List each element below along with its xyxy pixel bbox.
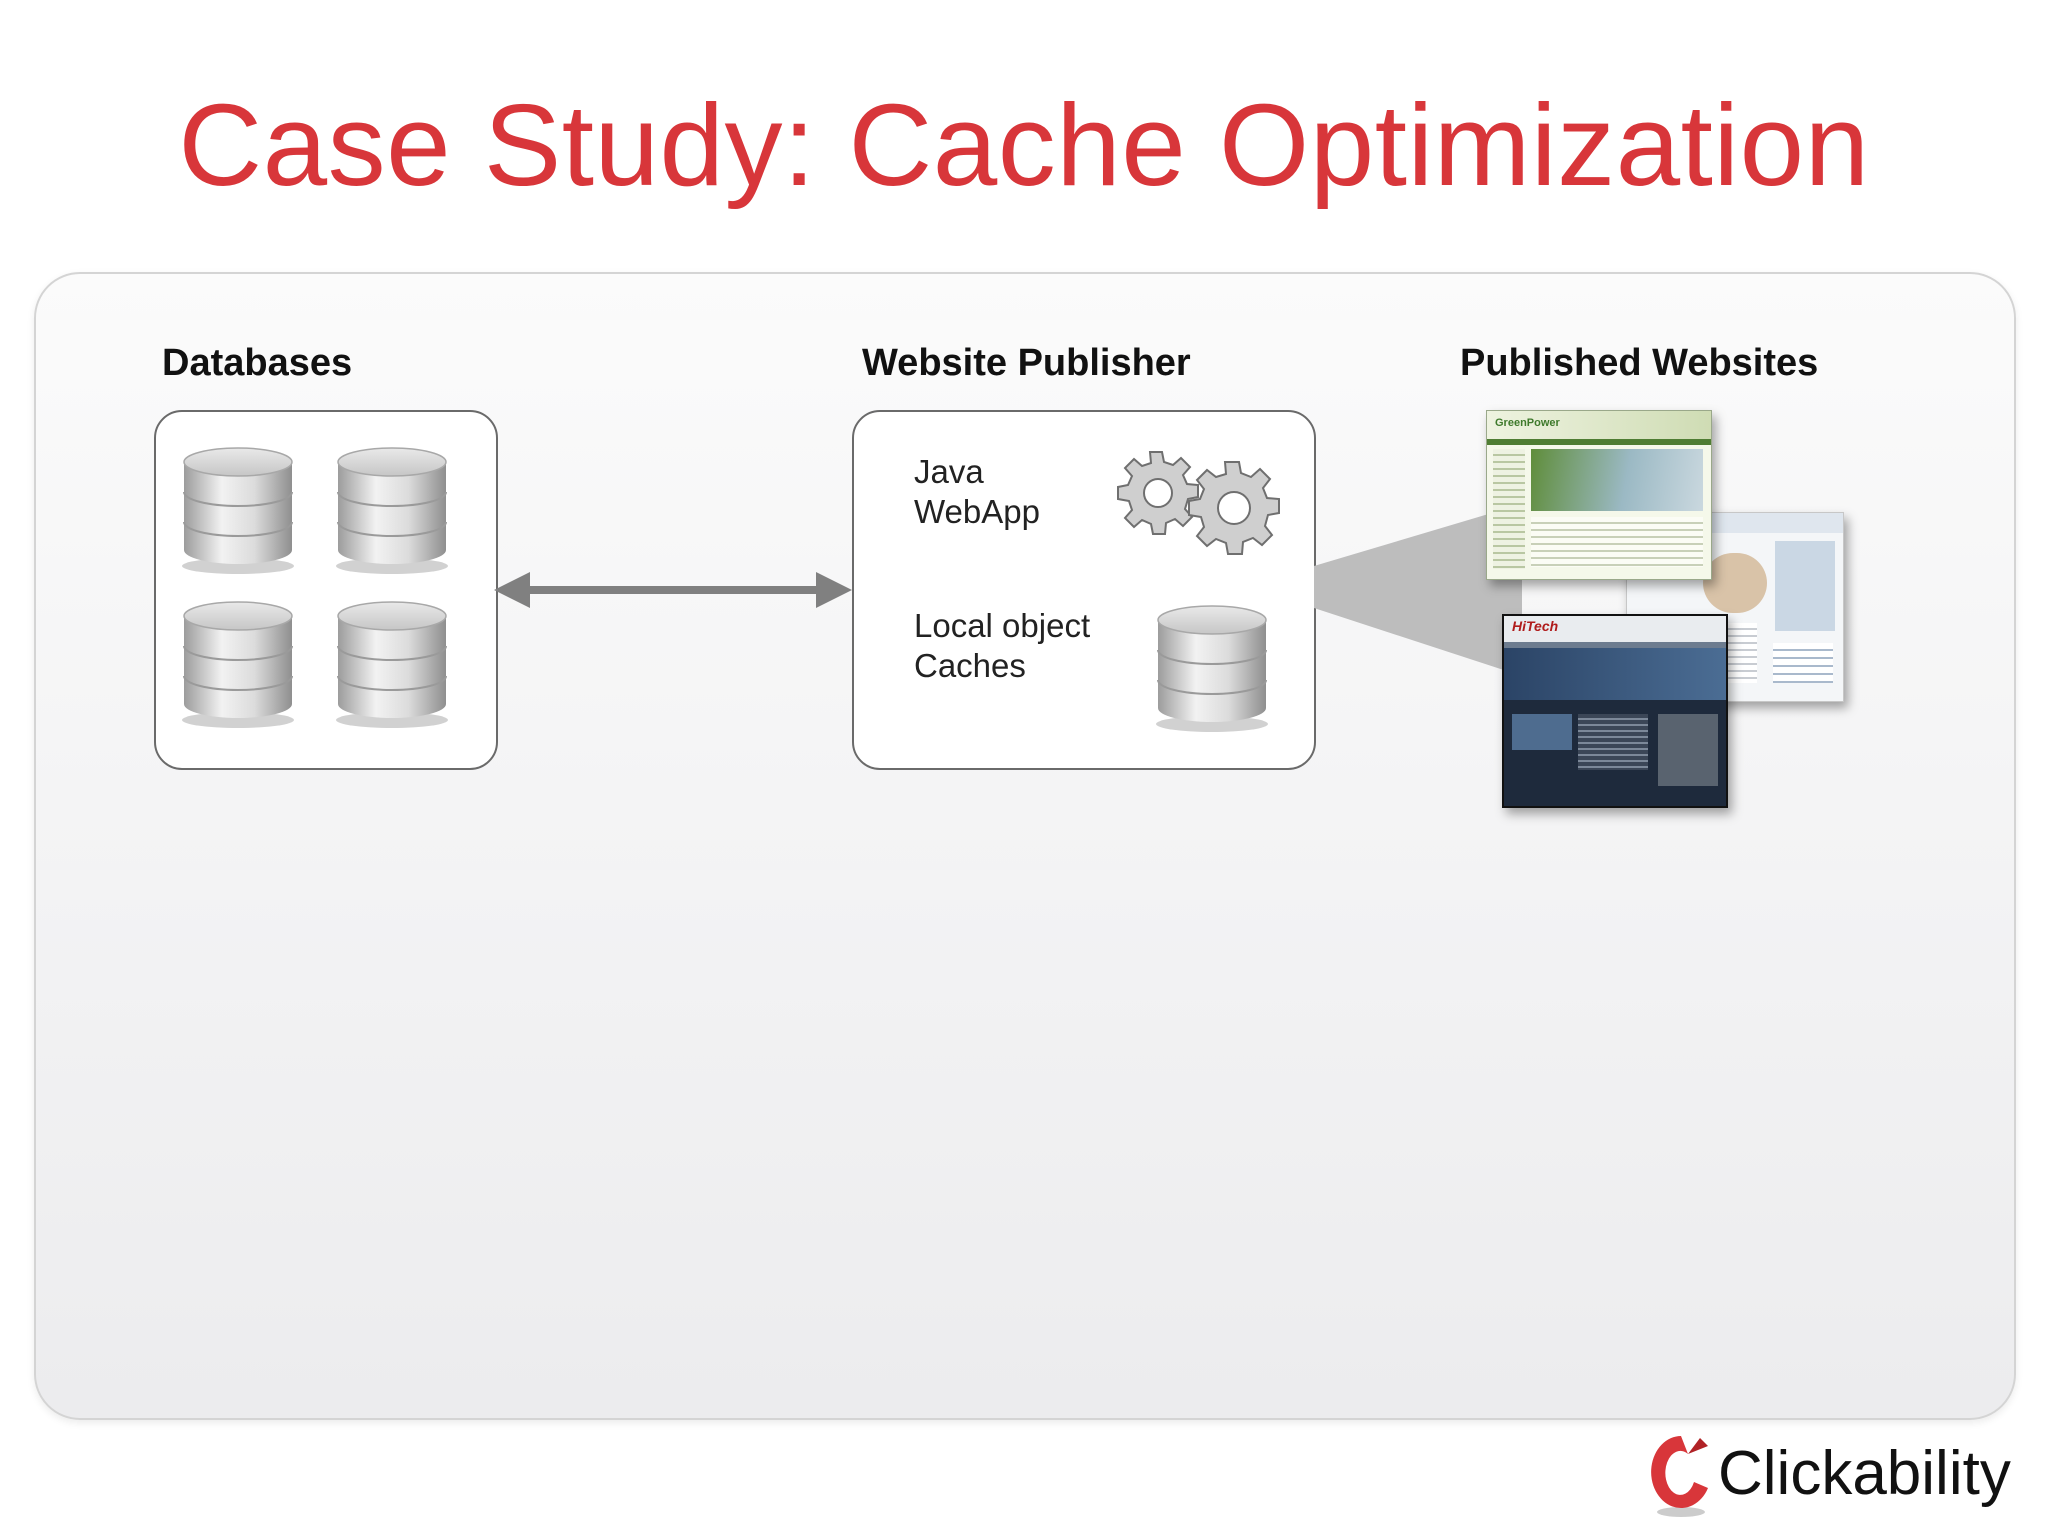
website-thumbnail: GreenPower — [1486, 410, 1712, 580]
projection-cone — [1314, 504, 1522, 676]
database-icon — [332, 444, 452, 574]
clickability-logo: Clickability — [1640, 1424, 2020, 1524]
cache-label: Local object Caches — [914, 606, 1090, 686]
greenpower-logo-text: GreenPower — [1495, 417, 1560, 429]
hitech-logo-text: HiTech — [1512, 618, 1559, 634]
website-thumbnail: HiTech — [1502, 614, 1728, 808]
cache-label-line1: Local object — [914, 607, 1091, 644]
publisher-box: Java WebApp Local object Caches — [852, 410, 1316, 770]
brand-name: Clickability — [1718, 1439, 2011, 1508]
clickability-mark-icon — [1651, 1436, 1708, 1517]
databases-box — [154, 410, 498, 770]
database-icon — [1152, 602, 1272, 732]
database-icon — [332, 598, 452, 728]
databases-heading: Databases — [162, 342, 353, 384]
webapp-label-line2: WebApp — [914, 493, 1040, 530]
websites-heading: Published Websites — [1460, 342, 1819, 384]
publisher-heading: Website Publisher — [862, 342, 1191, 384]
page-title: Case Study: Cache Optimization — [178, 80, 1870, 210]
database-icon — [178, 444, 298, 574]
gear-icon — [1117, 451, 1280, 555]
database-icon — [178, 598, 298, 728]
cache-label-line2: Caches — [914, 647, 1026, 684]
webapp-label: Java WebApp — [914, 452, 1040, 532]
webapp-label-line1: Java — [914, 453, 984, 490]
bidirectional-arrow — [494, 572, 852, 608]
